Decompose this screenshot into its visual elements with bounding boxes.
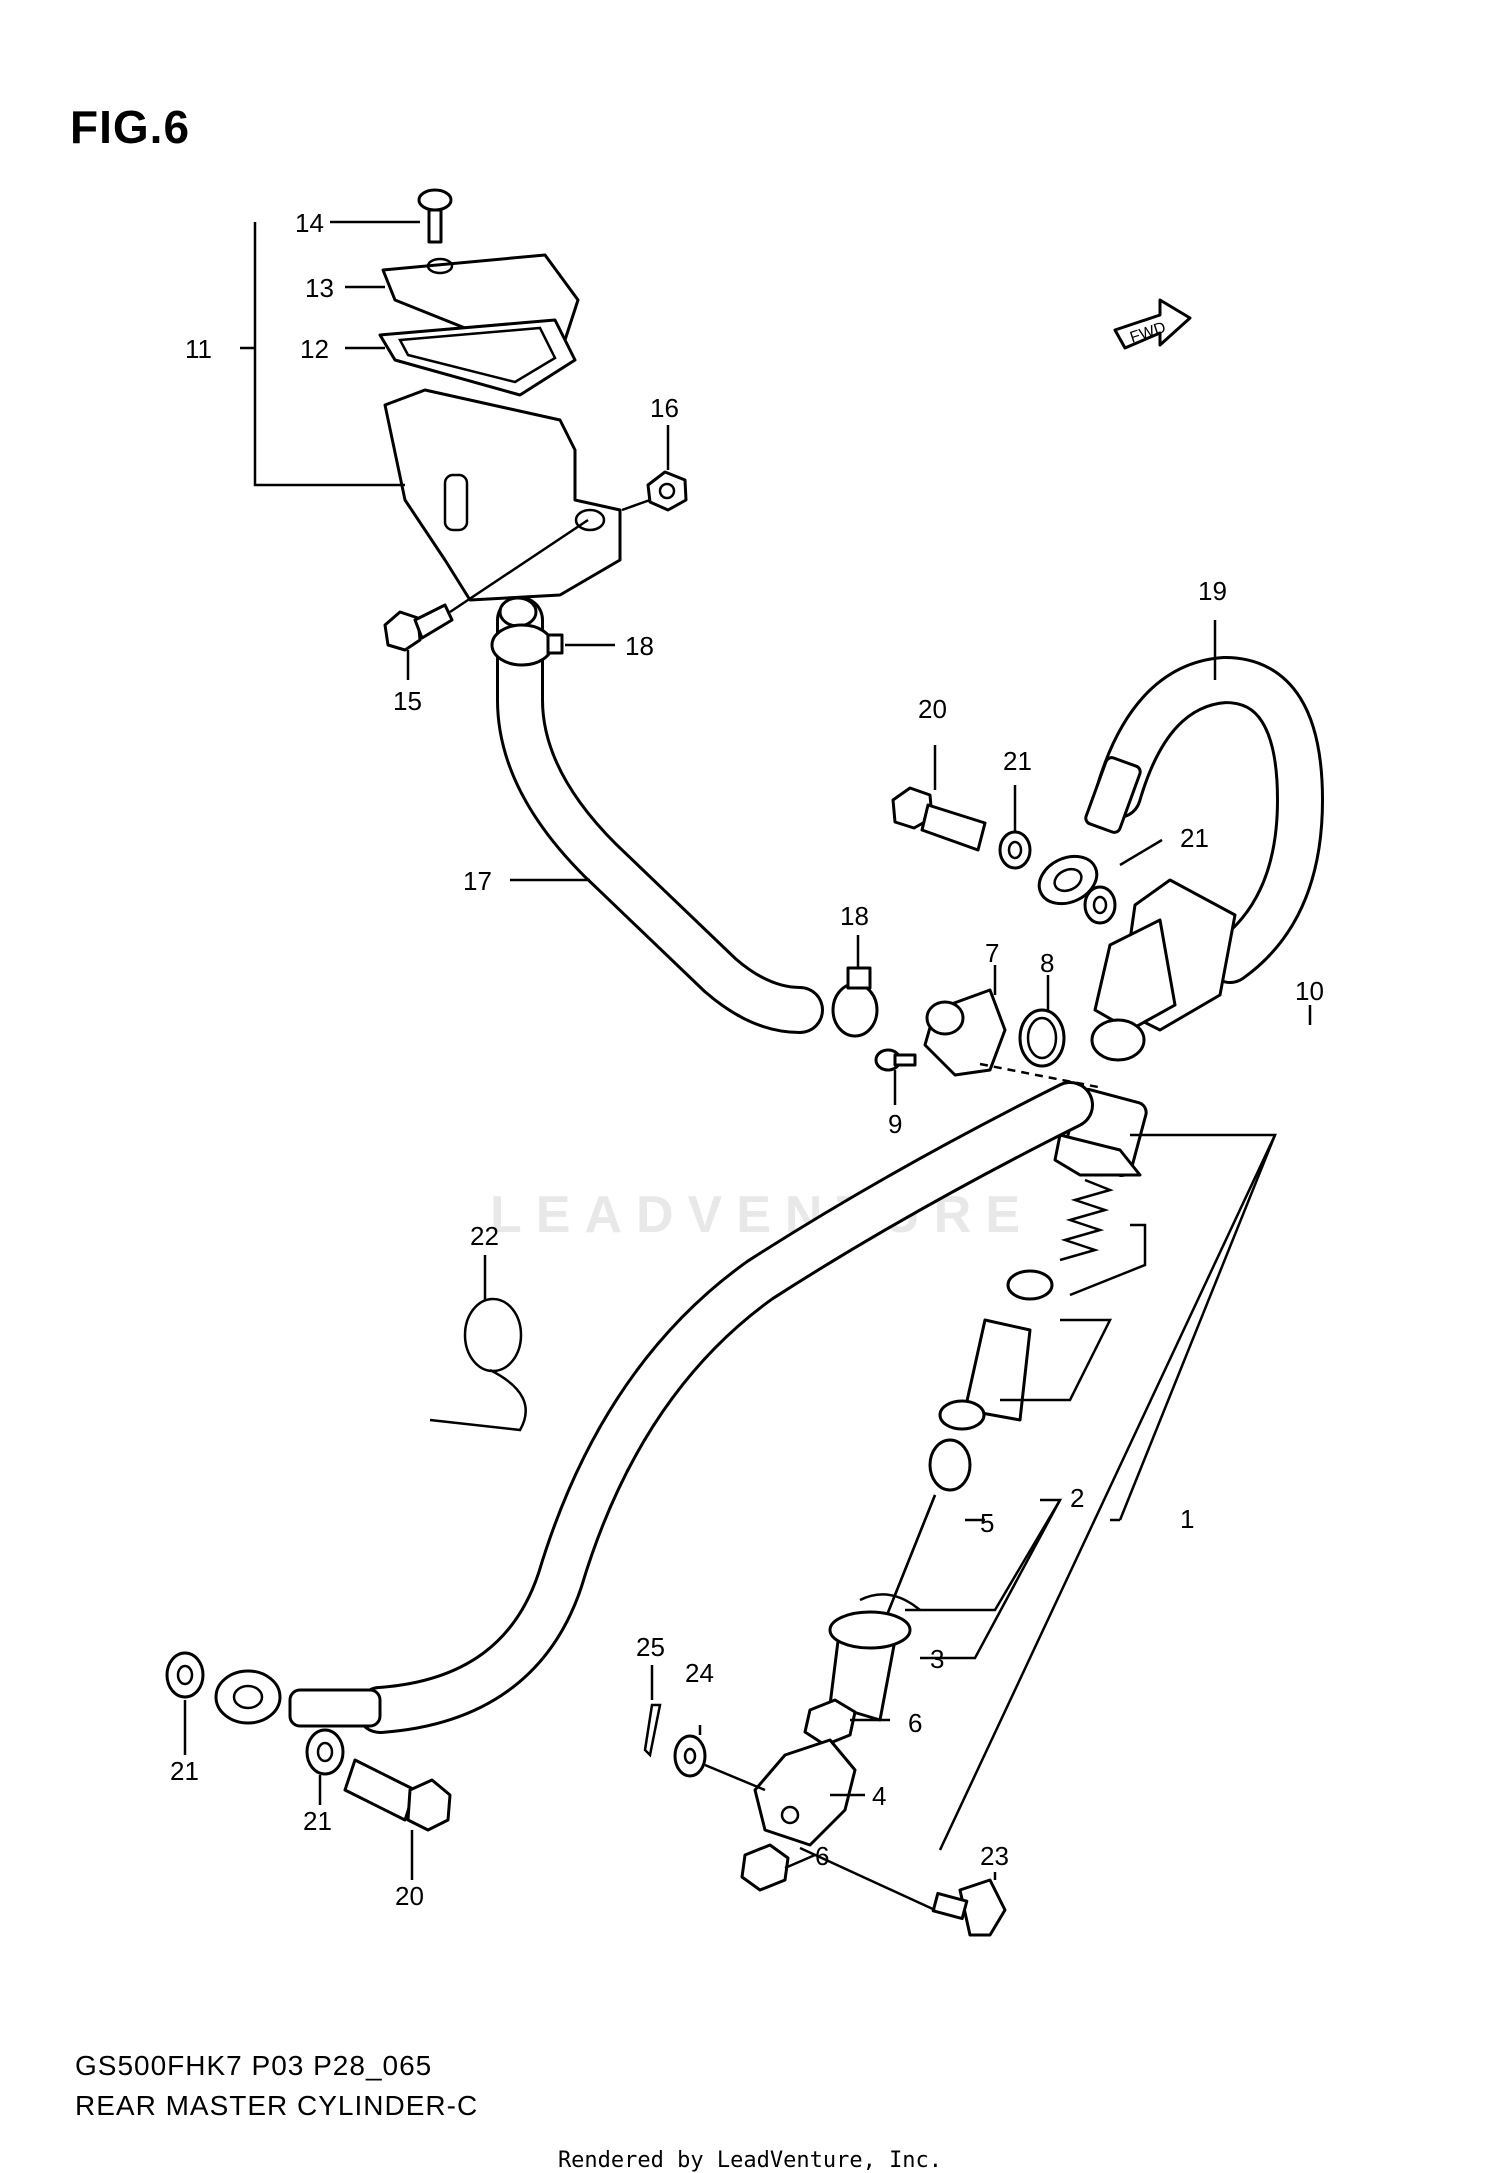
callout-24: 24 xyxy=(685,1658,714,1688)
piston xyxy=(938,1318,1032,1431)
hose-connector-7 xyxy=(923,988,1007,1077)
callout-11: 11 xyxy=(185,334,212,364)
callout-1: 1 xyxy=(1180,1504,1194,1534)
callout-21-b: 21 xyxy=(1180,823,1209,853)
hose-clip-22 xyxy=(429,1297,527,1432)
callout-23: 23 xyxy=(980,1841,1009,1871)
callout-14: 14 xyxy=(295,208,324,238)
push-rod-5 xyxy=(883,1438,972,1621)
model-code: GS500FHK7 P03 P28_065 xyxy=(75,2050,433,2081)
washer-24 xyxy=(673,1734,707,1778)
washer-21-d xyxy=(305,1728,345,1776)
union-bolt-20-lower xyxy=(343,1758,452,1832)
master-cylinder-body xyxy=(1053,878,1237,1178)
clevis-4 xyxy=(753,1738,857,1847)
callout-15: 15 xyxy=(393,686,422,716)
washer-21-c xyxy=(165,1651,205,1699)
callout-4: 4 xyxy=(872,1781,886,1811)
callout-19: 19 xyxy=(1198,576,1227,606)
rendered-by-credit: Rendered by LeadVenture, Inc. xyxy=(557,2148,943,2173)
figure-title: FIG.6 xyxy=(70,101,191,153)
callout-21-d: 21 xyxy=(303,1806,332,1836)
spring xyxy=(1059,1178,1114,1262)
callout-2: 2 xyxy=(1070,1483,1084,1513)
callout-9: 9 xyxy=(888,1109,902,1139)
figure-caption: REAR MASTER CYLINDER-C xyxy=(75,2090,479,2121)
cotter-pin-25 xyxy=(643,1703,662,1758)
fwd-arrow-icon: FWD xyxy=(1113,298,1192,350)
brake-hose-19 xyxy=(1037,656,1324,984)
callout-25: 25 xyxy=(636,1632,665,1662)
callout-10: 10 xyxy=(1295,976,1324,1006)
nut-16 xyxy=(621,470,688,512)
callout-7: 7 xyxy=(985,938,999,968)
callout-16: 16 xyxy=(650,393,679,423)
leader-lines xyxy=(183,220,1312,1912)
nut-6-lower xyxy=(740,1843,790,1892)
callout-17: 17 xyxy=(463,866,492,896)
piston-cup xyxy=(1006,1269,1054,1301)
callout-18-lower: 18 xyxy=(840,901,869,931)
callout-21-a: 21 xyxy=(1003,746,1032,776)
washer-21-b xyxy=(1083,885,1117,925)
reservoir-diaphragm xyxy=(378,318,577,397)
bolt-15 xyxy=(383,518,589,652)
hose-clamp-lower xyxy=(831,966,879,1038)
hose-clamp-upper xyxy=(490,623,564,667)
callout-13: 13 xyxy=(305,273,334,303)
callout-22: 22 xyxy=(470,1221,499,1251)
callout-5: 5 xyxy=(980,1508,994,1538)
reservoir-cap-screw xyxy=(417,188,453,244)
reservoir-body xyxy=(383,388,622,602)
o-ring-8 xyxy=(1018,1008,1066,1068)
callout-6-lower: 6 xyxy=(815,1841,829,1871)
circlip xyxy=(859,1593,921,1611)
callout-21-c: 21 xyxy=(170,1756,199,1786)
callout-18-upper: 18 xyxy=(625,631,654,661)
callout-8: 8 xyxy=(1040,948,1054,978)
long-brake-hose xyxy=(214,1081,1094,1734)
union-bolt-20-upper xyxy=(891,786,987,852)
callout-20-upper: 20 xyxy=(918,694,947,724)
nut-6-upper xyxy=(803,1698,857,1747)
washer-21-a xyxy=(998,830,1032,870)
callout-3: 3 xyxy=(930,1644,944,1674)
callout-20-lower: 20 xyxy=(395,1881,424,1911)
callout-6-upper: 6 xyxy=(908,1708,922,1738)
callout-12: 12 xyxy=(300,334,329,364)
pin-23 xyxy=(931,1878,1007,1937)
